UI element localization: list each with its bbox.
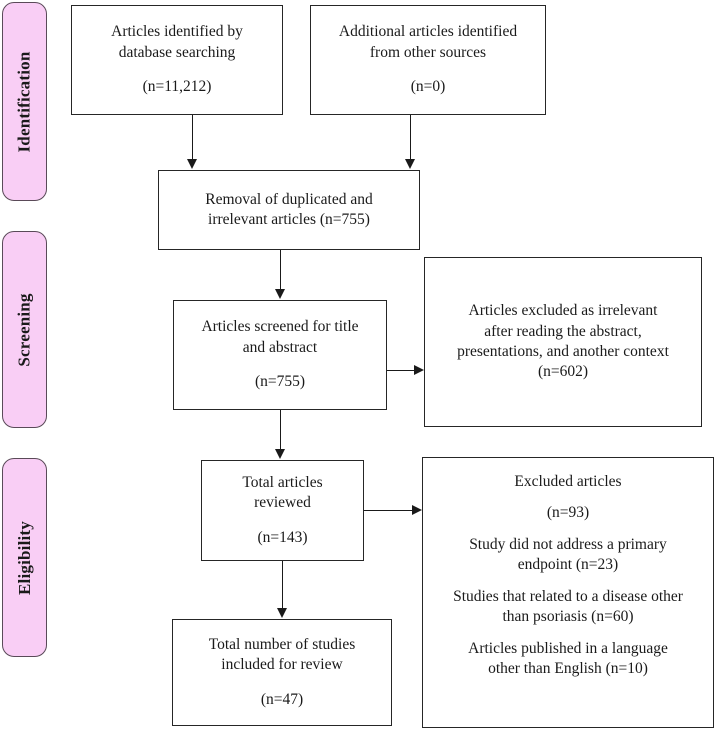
connector-screened-to-total-reviewed xyxy=(280,410,281,450)
box-screened-count: (n=755) xyxy=(254,373,306,391)
arrowhead-removal-to-screened xyxy=(275,289,285,299)
box-total-reviewed-title: Total articles reviewed xyxy=(242,473,323,512)
stage-label-identification: Identification xyxy=(14,50,34,153)
box-db-search-title: Articles identified by database searchin… xyxy=(111,23,243,61)
box-excluded-articles-heading: Excluded articles xyxy=(514,473,622,490)
box-other-sources-count: (n=0) xyxy=(410,78,446,96)
box-other-sources-title: Additional articles identified from othe… xyxy=(338,23,518,61)
box-included-title: Total number of studies included for rev… xyxy=(208,635,356,674)
connector-total-reviewed-to-excluded-articles xyxy=(364,510,413,511)
connector-removal-to-screened xyxy=(280,250,281,290)
box-excluded-articles-reason-2: Studies that related to a disease other … xyxy=(453,587,683,626)
box-additional-articles-other-sources: Additional articles identified from othe… xyxy=(310,5,546,115)
connector-total-reviewed-to-included xyxy=(282,561,283,609)
box-removal-duplicated-irrelevant: Removal of duplicated and irrelevant art… xyxy=(158,170,420,250)
box-articles-excluded-irrelevant: Articles excluded as irrelevant after re… xyxy=(424,257,702,427)
connector-other-sources-to-removal xyxy=(410,115,411,160)
box-excluded-articles-count: (n=93) xyxy=(546,504,590,522)
stage-pill-identification: Identification xyxy=(2,2,47,201)
connector-screened-to-excluded-irrelevant xyxy=(387,370,415,371)
box-db-search-count: (n=11,212) xyxy=(142,78,212,96)
connector-db-search-to-removal xyxy=(192,115,193,160)
box-total-articles-reviewed: Total articles reviewed (n=143) xyxy=(201,460,364,561)
arrowhead-screened-to-excluded-irrelevant xyxy=(414,365,424,375)
box-total-studies-included: Total number of studies included for rev… xyxy=(172,619,392,726)
stage-pill-eligibility: Eligibility xyxy=(2,458,47,657)
arrowhead-db-search-to-removal xyxy=(187,159,197,169)
box-excluded-irrelevant-text: Articles excluded as irrelevant after re… xyxy=(457,302,669,381)
arrowhead-total-reviewed-to-excluded-articles xyxy=(412,505,422,515)
box-articles-identified-database: Articles identified by database searchin… xyxy=(71,5,283,115)
box-removal-title: Removal of duplicated and irrelevant art… xyxy=(205,190,373,228)
stage-pill-screening: Screening xyxy=(2,231,47,428)
box-excluded-articles-reason-1: Study did not address a primary endpoint… xyxy=(469,535,667,574)
box-excluded-articles-reason-3: Articles published in a language other t… xyxy=(468,639,668,678)
box-total-reviewed-count: (n=143) xyxy=(257,528,308,546)
stage-label-eligibility: Eligibility xyxy=(14,520,34,595)
box-included-count: (n=47) xyxy=(260,690,304,708)
stage-label-screening: Screening xyxy=(14,292,34,367)
arrowhead-total-reviewed-to-included xyxy=(277,608,287,618)
box-articles-screened-title-abstract: Articles screened for title and abstract… xyxy=(173,300,387,410)
box-excluded-articles: Excluded articles (n=93) Study did not a… xyxy=(422,457,714,728)
box-screened-title: Articles screened for title and abstract xyxy=(201,318,359,356)
arrowhead-other-sources-to-removal xyxy=(405,159,415,169)
arrowhead-screened-to-total-reviewed xyxy=(275,449,285,459)
